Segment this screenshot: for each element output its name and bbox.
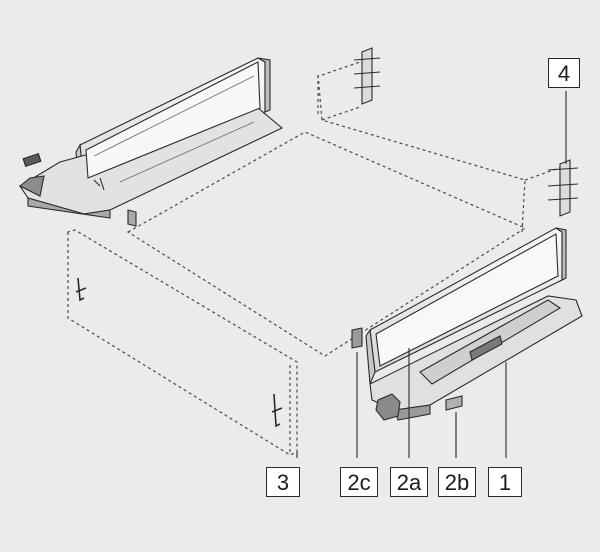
callout-4: 4 <box>548 58 580 88</box>
front-fittings <box>75 277 283 428</box>
callout-2c: 2c <box>340 467 378 497</box>
callout-2a: 2a <box>390 467 428 497</box>
leader-lines <box>296 91 567 458</box>
back-brackets <box>353 47 579 217</box>
drawer-front-outline <box>67 229 298 456</box>
drawer-bottom-outline <box>126 131 527 357</box>
callout-3: 3 <box>266 467 300 497</box>
cabinet-back-outline <box>317 61 566 233</box>
right-drawer-side <box>351 227 583 421</box>
callout-1: 1 <box>488 467 522 497</box>
callout-2b: 2b <box>438 467 476 497</box>
left-drawer-side <box>18 57 284 227</box>
